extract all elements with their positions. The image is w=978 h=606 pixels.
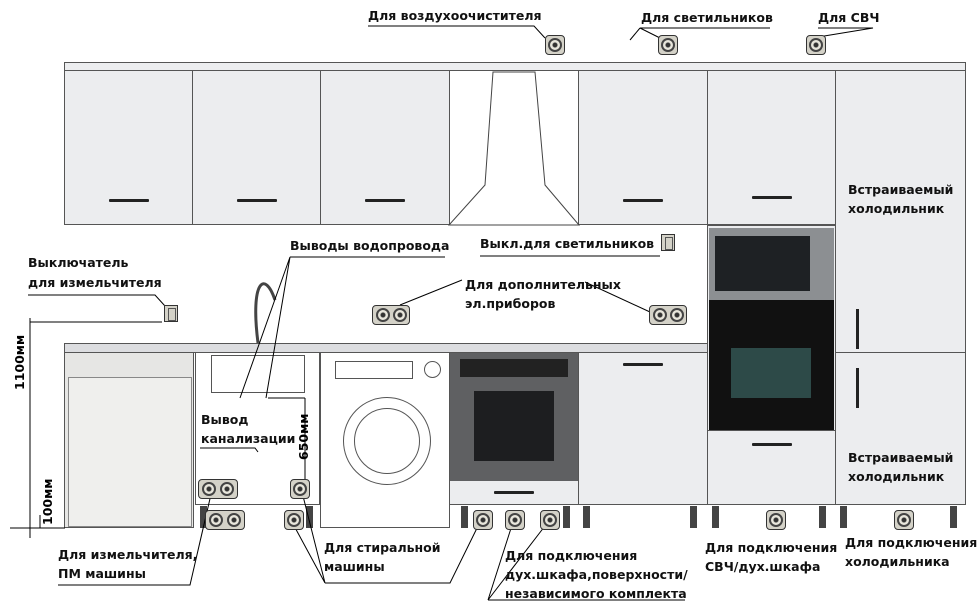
socket-fridge	[894, 510, 914, 530]
leg	[563, 506, 570, 528]
label-extra-2: эл.приборов	[465, 296, 556, 311]
upper-cabinet	[320, 70, 450, 225]
oven-cabinet	[449, 352, 579, 505]
label-fridge-bottom-2: холодильник	[848, 469, 945, 484]
dimension-1100: 1100мм	[12, 334, 27, 390]
socket-washer-lower	[284, 510, 304, 530]
label-mw-oven-1: Для подключения	[705, 540, 838, 555]
label-grinder-switch-2: для измельчителя	[28, 275, 162, 290]
dishwasher	[64, 352, 194, 528]
label-washer-2: машины	[324, 559, 385, 574]
microwave	[709, 228, 834, 300]
built-in-oven	[709, 300, 834, 430]
label-air-purifier: Для воздухоочистителя	[368, 8, 542, 23]
label-mw-oven-2: СВЧ/дух.шкафа	[705, 559, 821, 574]
leg	[712, 506, 719, 528]
socket-grinder-lower	[205, 510, 245, 530]
label-washer-1: Для стиральной	[324, 540, 441, 555]
leg	[583, 506, 590, 528]
leg	[819, 506, 826, 528]
socket-oven-2	[505, 510, 525, 530]
label-fridge-top-2: холодильник	[848, 201, 945, 216]
label-microwave: Для СВЧ	[818, 10, 880, 25]
washing-machine	[320, 352, 450, 528]
upper-cabinet	[578, 70, 708, 225]
fridge-cabinet-lower	[835, 352, 966, 505]
label-grinder-dw-1: Для измельчителя,	[58, 547, 198, 562]
dimension-100: 100мм	[40, 478, 55, 525]
socket-mw-oven	[766, 510, 786, 530]
socket-extra-left	[372, 305, 410, 325]
label-sewer-1: Вывод	[201, 412, 249, 427]
label-light-switch: Выкл.для светильников	[480, 236, 655, 251]
label-oven-3: независимого комплекта	[505, 586, 687, 601]
label-oven-2: дух.шкафа,поверхности/	[505, 567, 688, 582]
leg	[306, 506, 313, 528]
label-oven-1: Для подключения	[505, 548, 638, 563]
upper-cabinet	[707, 70, 836, 225]
label-grinder-switch-1: Выключатель	[28, 255, 129, 270]
leg	[840, 506, 847, 528]
leg	[461, 506, 468, 528]
label-grinder-dw-2: ПМ машины	[58, 566, 146, 581]
grinder-switch	[164, 305, 178, 322]
label-extra-1: Для дополнительных	[465, 277, 621, 292]
label-lights: Для светильников	[641, 10, 773, 25]
socket-extra-right	[649, 305, 687, 325]
label-water-outlets: Выводы водопровода	[290, 238, 450, 253]
leg	[950, 506, 957, 528]
label-fridge-bottom-1: Встраиваемый	[848, 450, 954, 465]
label-fridge-conn-1: Для подключения	[845, 535, 978, 550]
label-sewer-2: канализации	[201, 431, 296, 446]
light-switch	[661, 234, 675, 251]
leg	[200, 506, 207, 528]
socket-grinder-upper	[198, 479, 238, 499]
socket-microwave	[806, 35, 826, 55]
socket-air-purifier	[545, 35, 565, 55]
socket-washer-upper	[290, 479, 310, 499]
label-fridge-top-1: Встраиваемый	[848, 182, 954, 197]
lower-cabinet	[578, 352, 708, 505]
socket-oven-1	[473, 510, 493, 530]
fridge-cabinet-upper	[835, 70, 966, 353]
label-fridge-conn-2: холодильника	[845, 554, 950, 569]
dimension-650: 650мм	[296, 413, 311, 460]
tall-column-drawer	[707, 430, 836, 505]
leg	[690, 506, 697, 528]
upper-cabinet	[192, 70, 321, 225]
socket-lights	[658, 35, 678, 55]
socket-oven-3	[540, 510, 560, 530]
